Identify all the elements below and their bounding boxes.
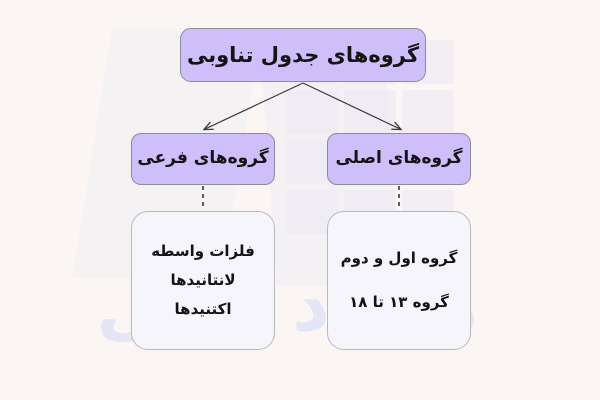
- node-main-groups-label: گروه‌های اصلی: [335, 148, 463, 169]
- detail-line: اکتنیدها: [174, 300, 232, 319]
- node-sub-groups-details[interactable]: فلزات واسطه لانتانیدها اکتنیدها: [131, 211, 275, 350]
- detail-line: گروه ۱۳ تا ۱۸: [349, 292, 449, 311]
- detail-line: فلزات واسطه: [151, 241, 255, 260]
- node-main-groups[interactable]: گروه‌های اصلی: [327, 133, 471, 185]
- detail-line: لانتانیدها: [170, 270, 236, 289]
- node-title-label: گروه‌های جدول تناوبی: [186, 42, 420, 67]
- node-sub-groups-label: گروه‌های فرعی: [137, 148, 269, 169]
- node-periodic-table-groups[interactable]: گروه‌های جدول تناوبی: [180, 28, 426, 82]
- arrow-to-sub-groups: [205, 82, 304, 129]
- node-sub-groups[interactable]: گروه‌های فرعی: [131, 133, 275, 185]
- node-main-groups-details[interactable]: گروه اول و دوم گروه ۱۳ تا ۱۸: [327, 211, 471, 350]
- arrow-to-main-groups: [302, 82, 400, 129]
- detail-line: گروه اول و دوم: [340, 249, 458, 268]
